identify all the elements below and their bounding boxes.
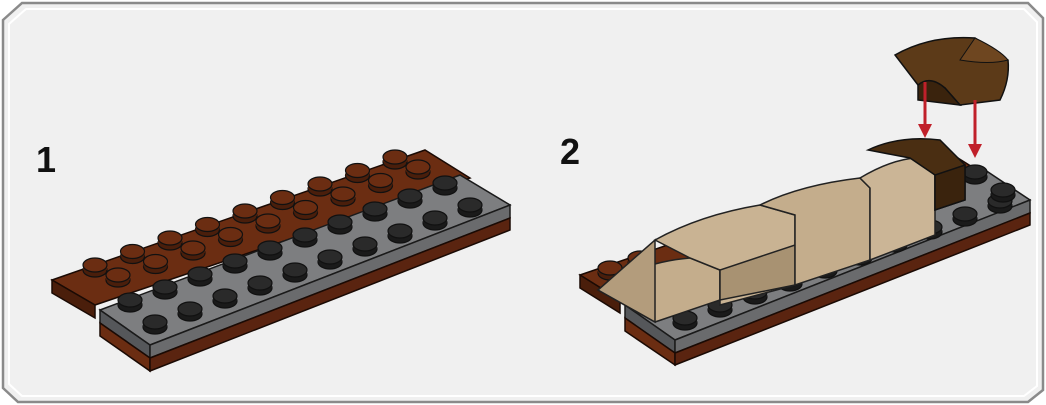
gray-stud [953, 207, 977, 226]
brown-stud [233, 204, 257, 223]
brown-stud [181, 241, 205, 260]
gray-stud [248, 276, 272, 295]
brown-stud [369, 174, 393, 193]
gray-stud [258, 241, 282, 260]
brown-stud [346, 164, 370, 183]
gray-stud [458, 198, 482, 217]
brown-stud [144, 255, 168, 274]
gray-stud [318, 250, 342, 269]
brown-stud [256, 214, 280, 233]
gray-stud [213, 289, 237, 308]
gray-stud [153, 280, 177, 299]
brown-stud [271, 191, 295, 210]
gray-stud [963, 165, 987, 184]
step2-assembly [580, 38, 1030, 365]
brown-stud [406, 160, 430, 179]
brown-stud [196, 218, 220, 237]
step1-assembly [52, 150, 510, 371]
gray-stud [293, 228, 317, 247]
brown-stud [106, 268, 130, 287]
gray-stud [398, 189, 422, 208]
gray-stud [283, 263, 307, 282]
gray-stud [143, 315, 167, 334]
brown-stud [331, 187, 355, 206]
brown-stud [121, 245, 145, 264]
dark-brown-curved-slope [895, 38, 1008, 105]
brown-stud [383, 150, 407, 169]
brown-stud [219, 228, 243, 247]
gray-stud [433, 176, 457, 195]
gray-stud [363, 202, 387, 221]
gray-stud [328, 215, 352, 234]
gray-stud [223, 254, 247, 273]
step-number-2: 2 [560, 134, 580, 170]
gray-stud [353, 237, 377, 256]
gray-stud [991, 183, 1015, 202]
brown-stud [294, 201, 318, 220]
gray-stud [178, 302, 202, 321]
brown-stud [158, 231, 182, 250]
placement-arrow [968, 100, 982, 158]
gray-stud [118, 293, 142, 312]
gray-stud [188, 267, 212, 286]
brown-stud [83, 258, 107, 277]
gray-stud [423, 211, 447, 230]
gray-stud [388, 224, 412, 243]
brown-stud [308, 177, 332, 196]
step-number-1: 1 [36, 142, 56, 178]
